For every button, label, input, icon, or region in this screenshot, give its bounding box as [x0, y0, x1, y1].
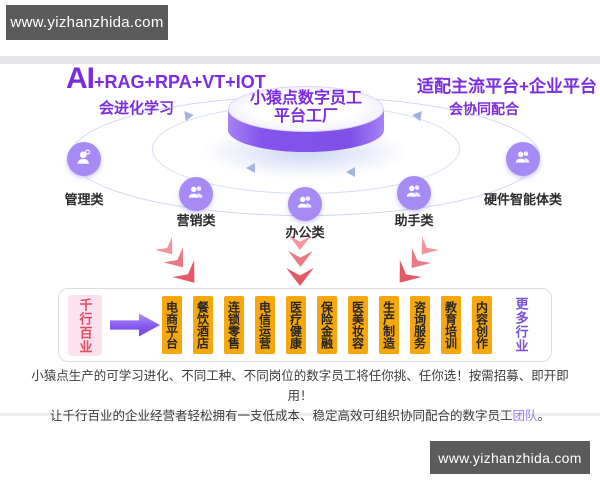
people-icon [514, 148, 532, 171]
category-hardware-node [506, 142, 540, 176]
watermark-text: www.yizhanzhida.com [438, 449, 582, 466]
category-assistant-label: 助手类 [394, 213, 434, 228]
category-management-node [67, 142, 101, 176]
watermark-text: www.yizhanzhida.com [10, 14, 164, 31]
industry-label: 餐饮酒店 [195, 301, 210, 349]
people-icon [296, 193, 314, 216]
flow-arrow-left-icon [153, 235, 206, 292]
description-line2-suffix: 。 [537, 409, 551, 423]
industry-box: 医疗健康 [286, 296, 306, 354]
category-marketing-node [179, 177, 213, 211]
watermark-top-left: www.yizhanzhida.com [6, 5, 168, 40]
person-gear-icon [75, 148, 93, 171]
industry-box: 生产制造 [379, 296, 399, 354]
description-line2-highlight: 团队 [512, 409, 538, 423]
category-office-node [288, 187, 322, 221]
people-icon [405, 182, 423, 205]
flow-arrow-right-icon [389, 235, 442, 292]
industry-label: 教育培训 [443, 301, 458, 349]
industry-label: 内容创作 [474, 301, 489, 349]
category-marketing-label: 营销类 [176, 213, 216, 228]
platform-adapt-title: 适配主流平台+企业平台 [417, 77, 597, 96]
industry-label: 电商平台 [164, 301, 179, 349]
description-paragraph: 小猿点生产的可学习进化、不同工种、不同岗位的数字员工将任你挑、任你选！按需招募、… [28, 366, 572, 426]
more-industries: 更多行业 [510, 296, 532, 354]
description-line2-prefix: 让千行百业的企业经营者轻松拥有一支低成本、稳定高效可组织协同配合的数字员工 [49, 409, 513, 423]
industry-label: 电信运营 [257, 301, 272, 349]
industry-box: 内容创作 [472, 296, 492, 354]
category-office-label: 办公类 [285, 225, 325, 240]
platform-title-line2: 平台工厂 [273, 108, 338, 126]
card-bottom-edge [0, 413, 600, 416]
industry-box: 教育培训 [441, 296, 461, 354]
industry-box: 医美妆容 [348, 296, 368, 354]
industry-box: 保险金融 [317, 296, 337, 354]
industries-source-label: 千行百业 [77, 297, 93, 354]
card-top-edge [0, 56, 600, 64]
description-line2: 让千行百业的企业经营者轻松拥有一支低成本、稳定高效可组织协同配合的数字员工团队。 [28, 406, 572, 426]
platform-title-line1: 小猿点数字员工 [249, 90, 362, 107]
industry-label: 咨询服务 [412, 301, 427, 349]
platform-cylinder-top [228, 86, 384, 132]
category-assistant-node [397, 176, 431, 210]
category-management-label: 管理类 [64, 192, 104, 207]
description-line1: 小猿点生产的可学习进化、不同工种、不同岗位的数字员工将任你挑、任你选！按需招募、… [31, 369, 569, 403]
industry-box: 咨询服务 [410, 296, 430, 354]
industry-label: 生产制造 [381, 301, 396, 349]
industry-label: 保险金融 [319, 301, 334, 349]
tech-stack-ai: AI [66, 62, 95, 95]
tech-stack-title: AI+RAG+RPA+VT+IOT [66, 62, 266, 96]
industry-label: 医疗健康 [288, 301, 303, 349]
more-industries-label: 更多行业 [513, 297, 529, 353]
flow-arrow-middle-icon [286, 236, 314, 286]
category-hardware-label: 硬件智能体类 [483, 192, 563, 207]
watermark-bottom-right: www.yizhanzhida.com [430, 441, 590, 474]
industry-box: 电信运营 [255, 296, 275, 354]
industry-label: 医美妆容 [350, 301, 365, 349]
industry-box: 餐饮酒店 [193, 296, 213, 354]
industry-box: 电商平台 [162, 296, 182, 354]
tech-stack-rest: +RAG+RPA+VT+IOT [94, 72, 266, 92]
industry-label: 连锁零售 [226, 301, 241, 349]
industries-source-box: 千行百业 [68, 295, 102, 356]
industry-box: 连锁零售 [224, 296, 244, 354]
platform-title: 小猿点数字员工 平台工厂 [228, 90, 384, 127]
people-icon [187, 183, 205, 206]
